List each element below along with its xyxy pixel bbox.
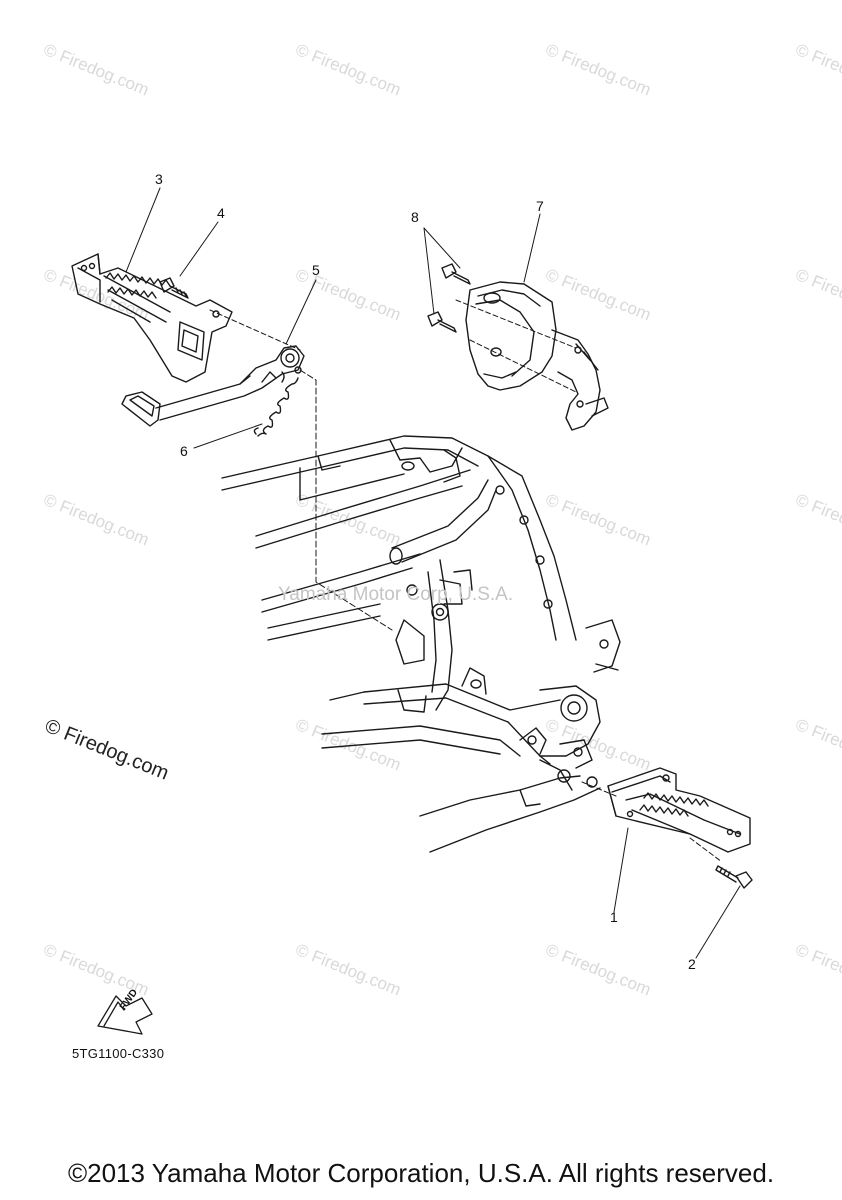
part-code: 5TG1100-C330 [72, 1046, 165, 1061]
callout-1: 1 [610, 909, 618, 925]
callout-5: 5 [312, 262, 320, 278]
atv-frame [221, 435, 621, 853]
callout-4: 4 [217, 205, 225, 221]
return-spring [253, 371, 299, 437]
bolt-part-2 [715, 865, 753, 889]
leader-lines [125, 187, 741, 959]
fwd-arrow-icon [97, 995, 153, 1035]
callout-7: 7 [536, 198, 544, 214]
callout-3: 3 [155, 171, 163, 187]
callout-6: 6 [180, 443, 188, 459]
brake-pedal [121, 345, 305, 427]
bolts-part-8 [427, 263, 471, 333]
right-mount-bracket [465, 281, 609, 431]
copyright-footer: ©2013 Yamaha Motor Corporation, U.S.A. A… [67, 1158, 775, 1188]
center-watermark: Yamaha Motor Corp, U.S.A. [278, 584, 514, 605]
left-footrest-bracket [71, 253, 233, 383]
callout-8: 8 [411, 209, 419, 225]
bolt-part-4 [159, 277, 189, 299]
callout-2: 2 [688, 956, 696, 972]
right-footrest [607, 767, 751, 853]
